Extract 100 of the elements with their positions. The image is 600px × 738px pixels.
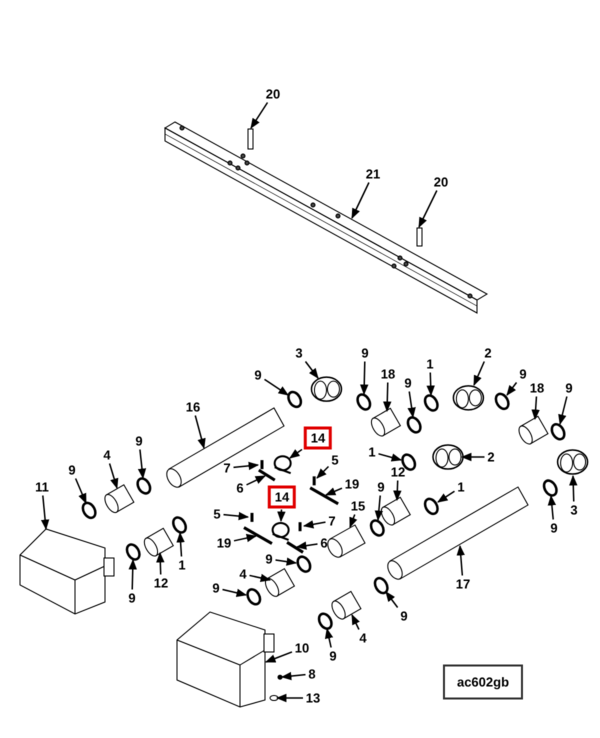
hose-clamp [136,477,152,495]
hose-clamp [287,390,302,408]
screw [250,512,254,522]
leader-arrow [250,102,268,129]
screw [312,476,316,486]
callout-number: 18 [528,380,546,396]
hose-clamp [126,543,141,561]
callout-number: 4 [238,566,248,582]
leader-arrow [304,361,319,379]
heater-unit [176,611,274,708]
callout-number: 4 [358,630,368,646]
leader-arrow [222,588,248,597]
nut [278,674,282,680]
hose-clamp [424,498,439,516]
callout-number: 4 [102,448,112,462]
callout-number: 9 [328,648,338,664]
leader-arrow [265,651,292,663]
callout-number: 9 [264,552,274,566]
callout-number: 1 [456,480,466,494]
callout-number: 1 [425,356,435,372]
hose-clamp [370,519,385,537]
callout-number: 3 [294,346,304,360]
callout-number: 6 [235,480,245,496]
callout-number: 11 [34,480,50,494]
highlighted-callout-number: 14 [304,426,332,450]
callout-number: 13 [304,690,322,706]
callout-number: 9 [376,480,386,494]
callout-number: 7 [327,514,337,528]
elbow-duct [452,385,484,411]
elbow-duct [310,376,342,402]
callout-number: 1 [177,558,187,572]
callout-number: 3 [569,502,579,518]
callout-number: 10 [294,640,310,656]
leader-arrow [351,182,370,219]
bracket [286,541,304,554]
hose-clamp [494,392,510,410]
leader-arrow [378,453,402,462]
leader-arrow [249,574,272,582]
leader-arrow [548,494,556,520]
screw [298,522,302,532]
leader-arrow [383,382,392,412]
bolt [248,128,254,150]
leader-arrow [246,475,266,486]
leader-arrow [324,628,334,648]
bracket [258,468,276,482]
leader-arrow [74,478,87,504]
callout-number: 9 [564,380,574,396]
leader-arrow [264,378,289,396]
leader-arrow [426,372,435,396]
hose-clamp [318,612,333,630]
callout-number: 9 [134,434,144,448]
support-rod [309,486,339,506]
leader-arrow [302,520,326,528]
leader-arrow [456,544,465,576]
figure-code-box: ac602gb [442,664,524,700]
callout-number: 15 [350,498,366,514]
elbow-duct [432,444,464,470]
heater-unit [20,528,114,615]
hose-clamp [172,516,187,534]
leader-arrow [108,463,118,489]
leader-arrow [569,474,578,502]
hose-clamp [296,555,312,573]
callout-number: 9 [211,580,221,596]
callout-number: 17 [454,576,472,592]
callout-number: 8 [307,666,317,682]
leader-arrow [437,490,455,503]
leader-arrow [351,614,360,630]
leader-arrow [280,672,306,680]
leader-arrow [194,415,206,450]
callout-number: 9 [518,366,528,382]
leader-arrow [325,487,342,496]
leader-arrow [506,382,518,396]
leader-arrow [558,396,568,426]
callout-number: 2 [483,346,493,360]
elbow-duct [556,449,588,475]
hose-clamp [374,576,389,594]
callout-number: 9 [403,376,413,390]
support-rod [243,526,273,545]
bolt [416,228,422,246]
callout-number: 7 [222,460,232,476]
leader-arrow [418,190,438,228]
leader-arrow [223,512,250,520]
leader-arrow [156,552,164,575]
callout-number: 9 [253,368,263,382]
leader-arrow [40,495,50,530]
callout-number: 19 [216,536,232,550]
hose-clamp [542,479,558,497]
leader-arrow [289,448,302,459]
callout-number: 19 [344,476,360,492]
clamp-ring [272,522,290,541]
leader-arrow [138,449,146,480]
hose-clamp [424,394,439,412]
screw [260,460,264,470]
callout-number: 9 [360,346,370,360]
leader-arrow [349,514,358,528]
leader-arrow [473,361,485,386]
hose-clamp [406,416,422,434]
callout-number: 9 [67,462,77,478]
callout-number: 12 [152,576,170,590]
hose-clamp [82,502,97,520]
